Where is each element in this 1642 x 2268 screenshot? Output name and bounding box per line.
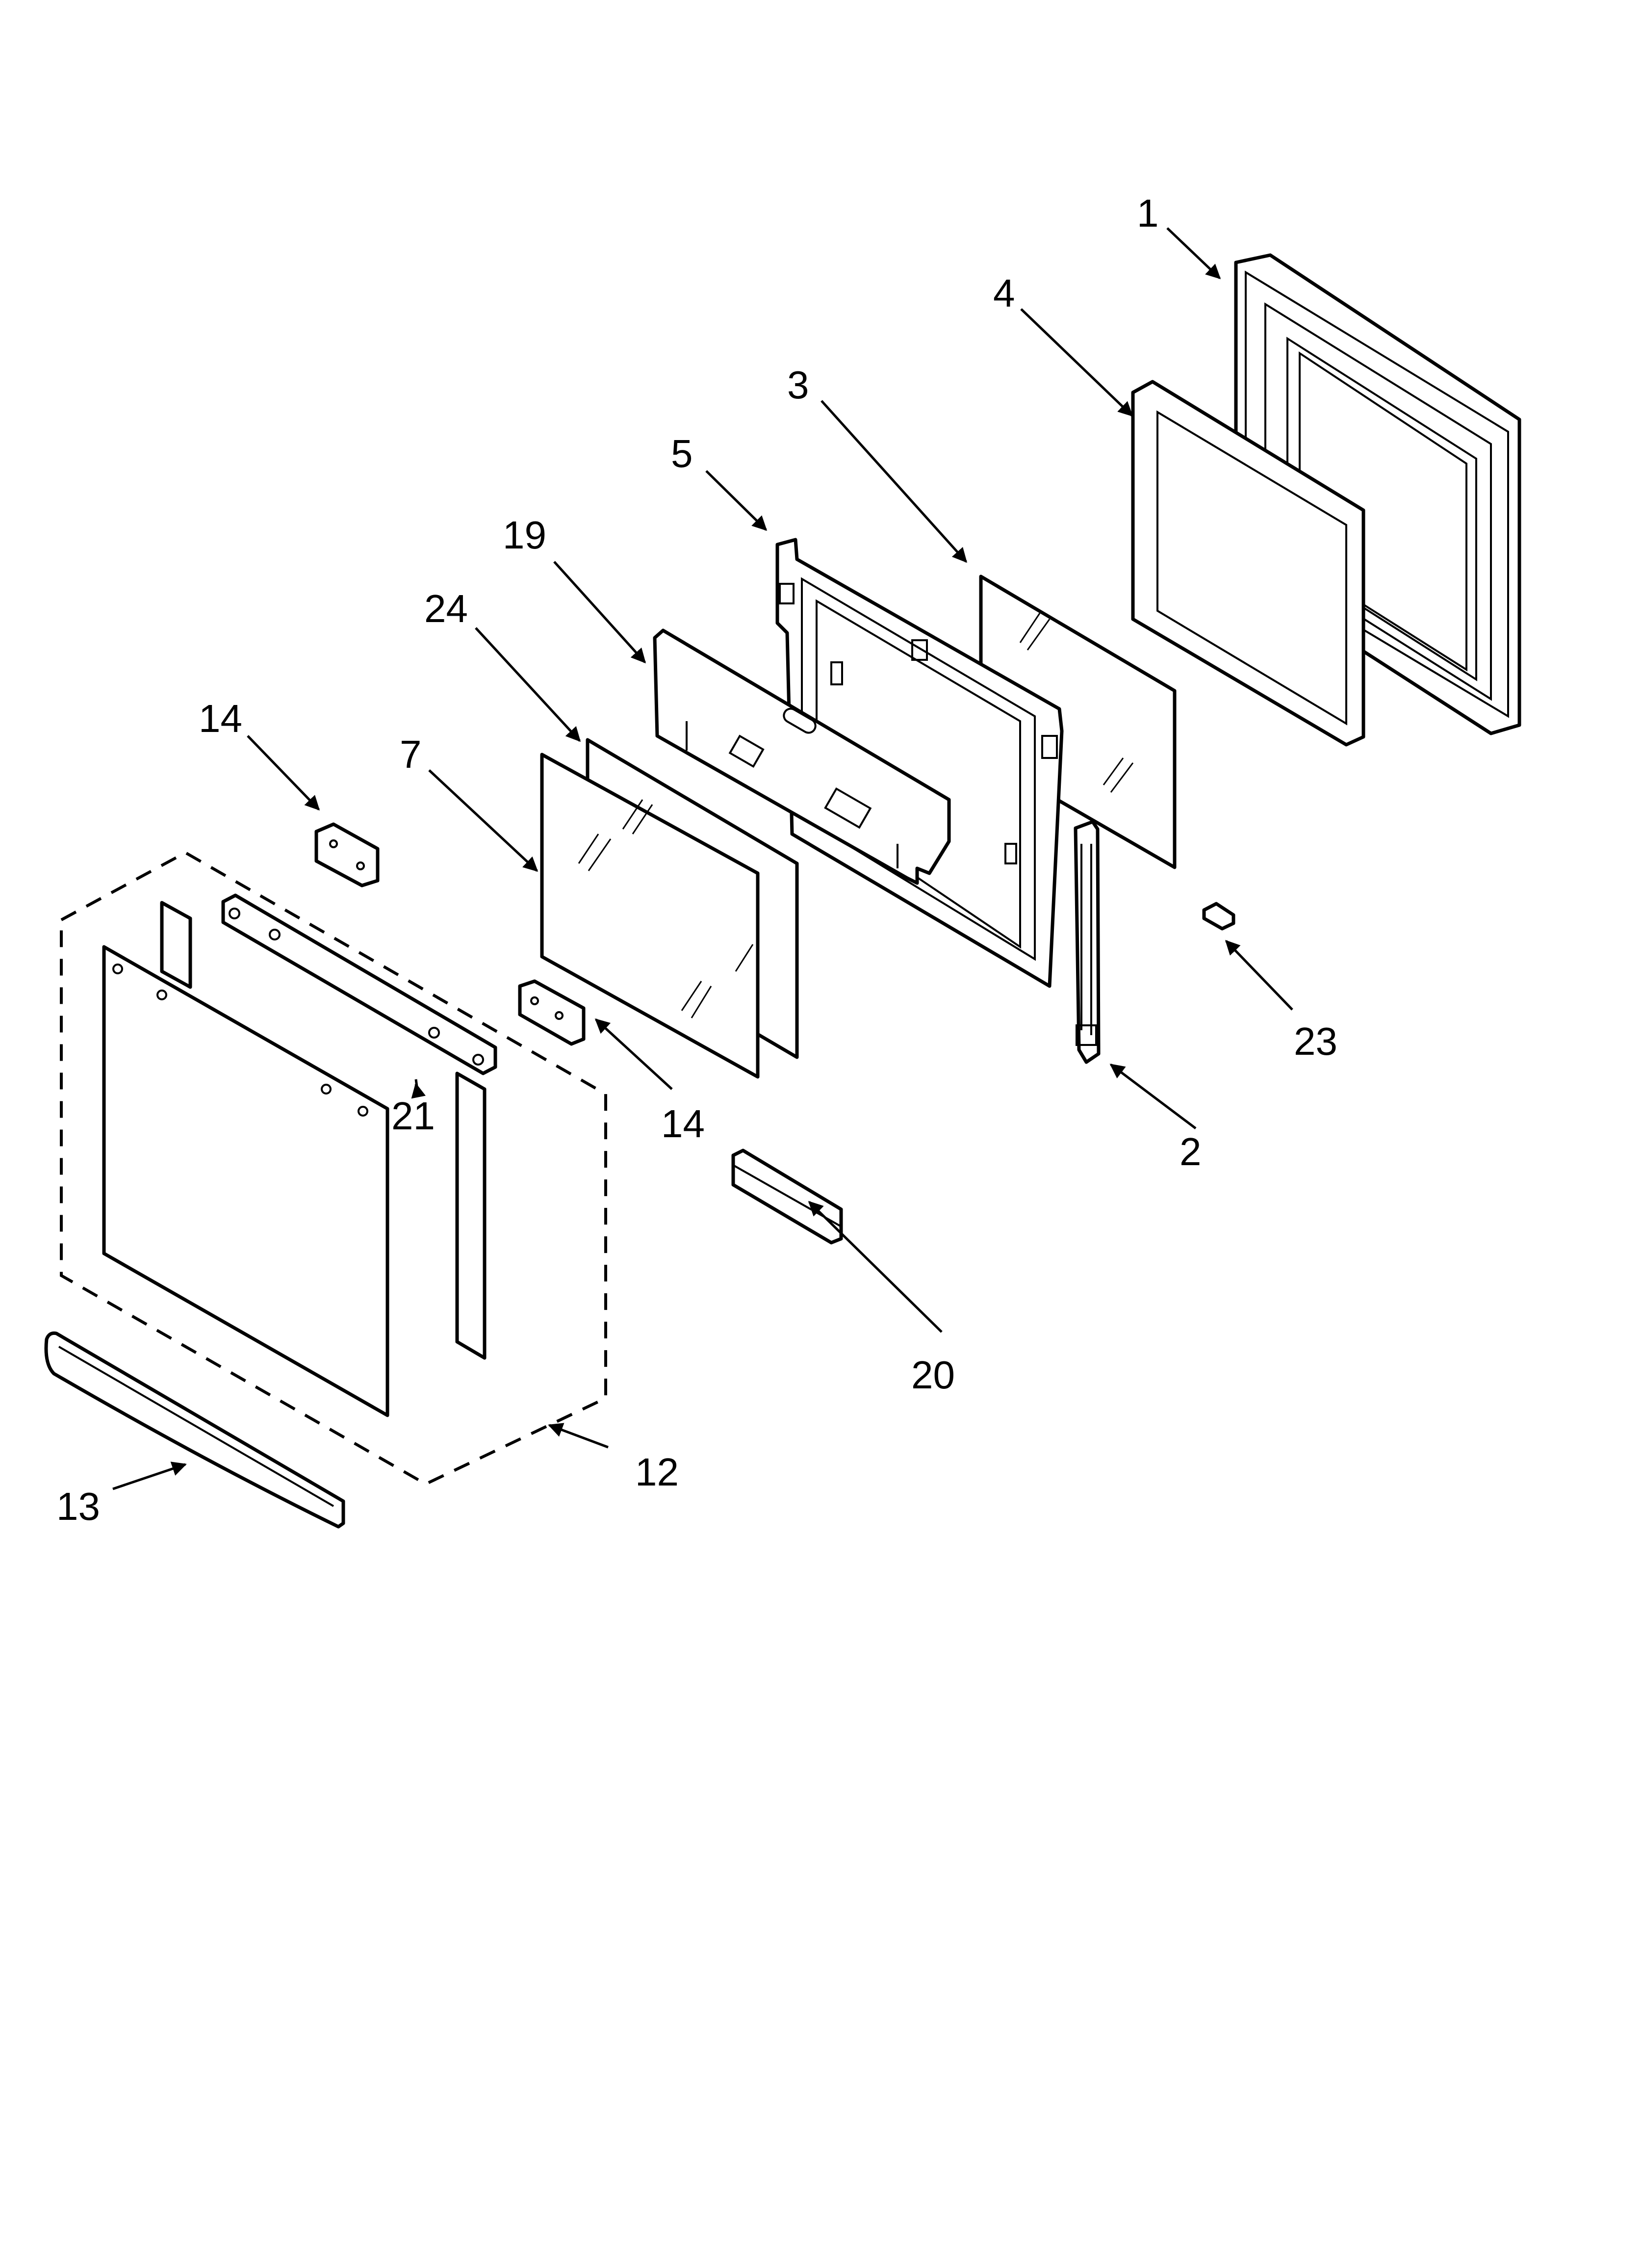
callout-21: 21	[391, 1094, 435, 1138]
callout-13: 13	[56, 1485, 100, 1528]
callout-5: 5	[671, 432, 693, 475]
part-2-door-hinge	[1074, 820, 1101, 1064]
part-7-inner-glass-pane	[540, 753, 760, 1079]
part-21-trim-strip	[221, 893, 497, 1075]
callout-12: 12	[635, 1450, 679, 1494]
part-5-inner-door-frame	[775, 538, 1064, 988]
part-4-door-gasket	[1131, 380, 1365, 747]
part-19-heat-shield	[653, 628, 951, 885]
part-14-upper-bracket	[314, 822, 380, 887]
callout-23: 23	[1294, 1019, 1337, 1063]
callout-20: 20	[911, 1353, 955, 1397]
callout-2: 2	[1180, 1130, 1202, 1173]
part-20-vent-trim	[731, 1148, 843, 1245]
callout-14-upper: 14	[199, 697, 242, 740]
callout-3: 3	[787, 363, 809, 407]
leader-lines	[112, 227, 1293, 1490]
part-12-glass-panel	[102, 901, 487, 1417]
callout-7: 7	[400, 732, 422, 776]
callout-labels: 1 2 3 4 5 7 12 13 14 14 19 20 21 23 24	[56, 191, 1337, 1528]
part-23-clip	[1202, 902, 1235, 931]
callout-4: 4	[993, 271, 1015, 315]
callout-24: 24	[424, 587, 468, 630]
callout-19: 19	[503, 513, 546, 557]
callout-1: 1	[1137, 191, 1159, 235]
callout-14-lower: 14	[661, 1102, 705, 1146]
part-12-outer-door-assembly	[60, 851, 607, 1486]
part-13-bottom-trim	[44, 1331, 345, 1529]
part-14-lower-bracket	[518, 979, 586, 1046]
